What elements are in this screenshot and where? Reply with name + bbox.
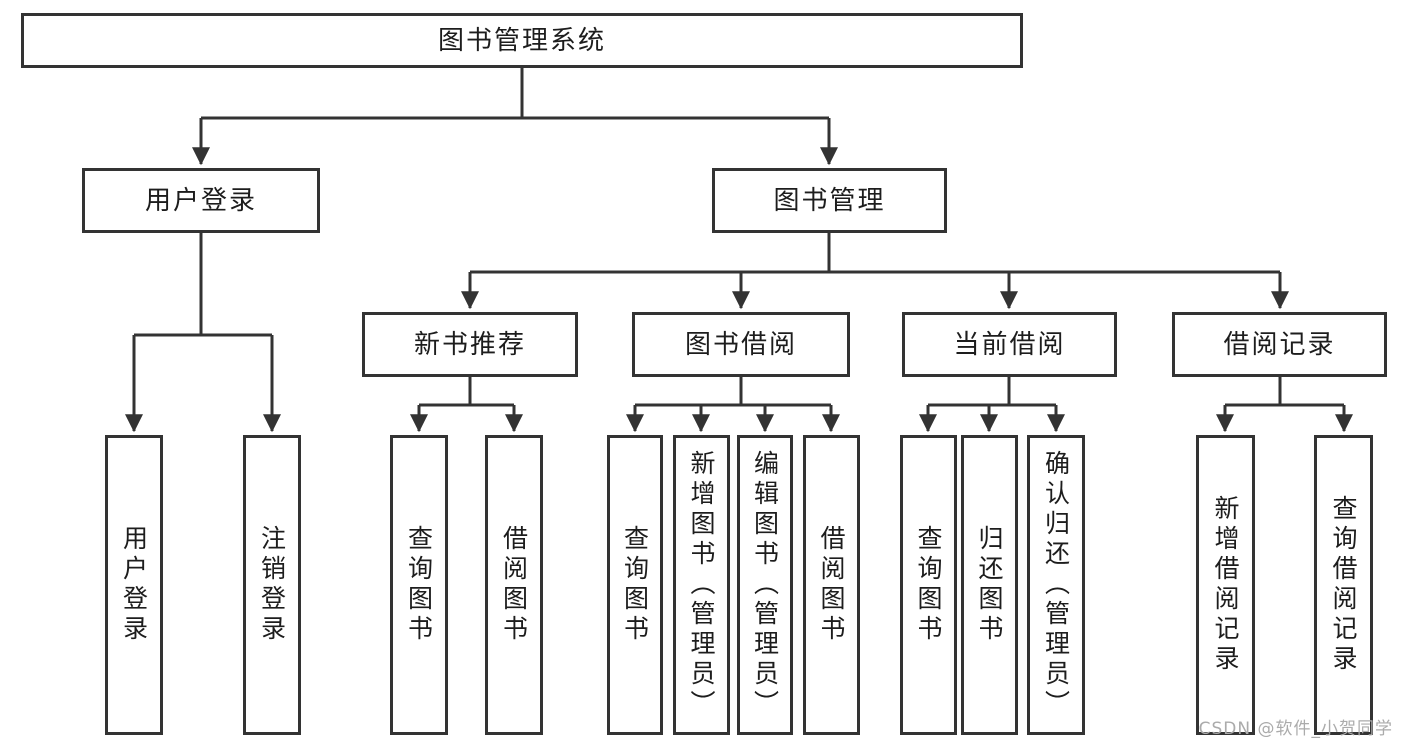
leaf-query-books-2: 查询图书 (607, 435, 663, 735)
trunk-borrow-records (1225, 377, 1344, 407)
node-user-login: 用户登录 (82, 168, 320, 233)
trunk-book-mgmt (470, 233, 1280, 274)
node-book-mgmt: 图书管理 (712, 168, 947, 233)
node-root: 图书管理系统 (21, 13, 1023, 68)
leaf-edit-book-admin: 编辑图书（管理员） (737, 435, 793, 735)
leaf-add-book-admin: 新增图书（管理员） (673, 435, 730, 735)
leaf-logout: 注销登录 (243, 435, 301, 735)
trunk-current-borrow (928, 377, 1056, 407)
leaf-borrow-books-2: 借阅图书 (803, 435, 860, 735)
leaf-return-books: 归还图书 (961, 435, 1018, 735)
csdn-watermark: CSDN @软件_小贺同学 (1198, 719, 1393, 739)
leaf-query-books-1: 查询图书 (390, 435, 448, 735)
trunk-book-borrow (635, 377, 831, 407)
node-current-borrow: 当前借阅 (902, 312, 1117, 377)
trunk-root (201, 68, 829, 120)
node-new-book-rec: 新书推荐 (362, 312, 578, 377)
trunk-new-book-rec (419, 377, 514, 407)
leaf-confirm-return-admin: 确认归还（管理员） (1027, 435, 1085, 735)
leaf-query-borrow-record: 查询借阅记录 (1314, 435, 1373, 735)
leaf-user-login: 用户登录 (105, 435, 163, 735)
leaf-add-borrow-record: 新增借阅记录 (1196, 435, 1255, 735)
leaf-query-books-3: 查询图书 (900, 435, 957, 735)
leaf-borrow-books-1: 借阅图书 (485, 435, 543, 735)
trunk-user-login (134, 233, 272, 337)
node-borrow-records: 借阅记录 (1172, 312, 1387, 377)
node-book-borrow: 图书借阅 (632, 312, 850, 377)
